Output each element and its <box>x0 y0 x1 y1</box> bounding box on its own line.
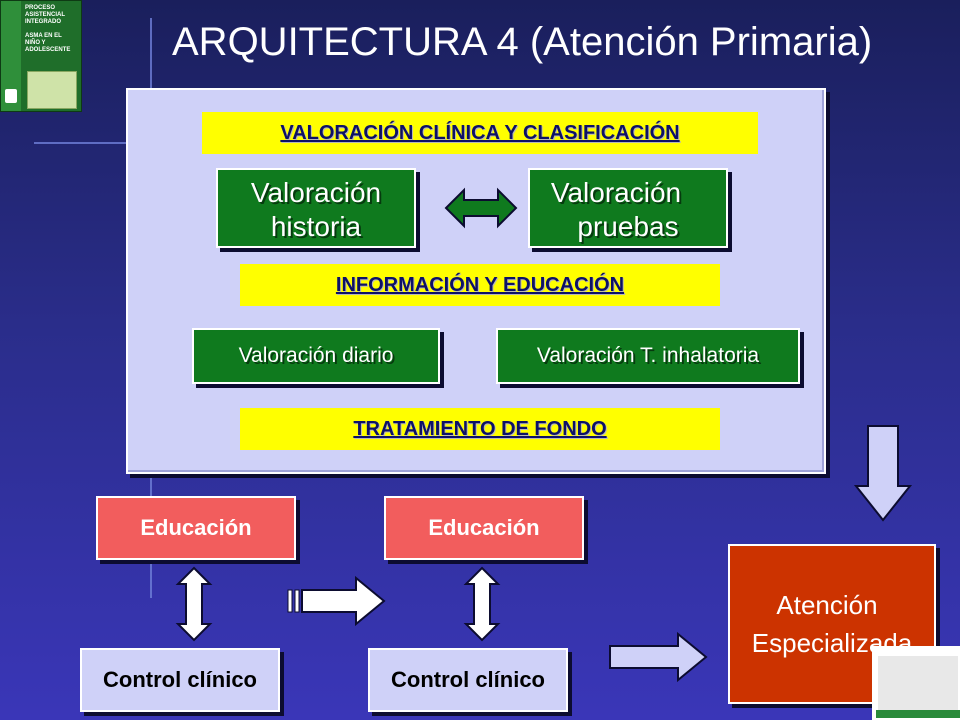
control-clinico-box-1: Control clínico <box>80 648 280 712</box>
book-cover-image <box>27 71 77 109</box>
down-arrow-to-especializada <box>853 425 913 522</box>
tratamiento-fondo-bar: TRATAMIENTO DE FONDO <box>240 408 720 450</box>
box-line: Valoración <box>550 177 682 208</box>
box-line: historia <box>270 211 362 242</box>
book-cover-thumbnail: PROCESO ASISTENCIAL INTEGRADO ASMA EN EL… <box>0 0 82 112</box>
valoracion-pruebas-box: Valoración pruebas <box>528 168 728 248</box>
book-line: INTEGRADO <box>25 19 61 25</box>
page-title: ARQUITECTURA 4 (Atención Primaria) <box>172 20 873 64</box>
double-arrow-green <box>444 187 518 229</box>
vertical-double-arrow-1 <box>175 566 213 642</box>
educacion-box-2: Educación <box>384 496 584 560</box>
educacion-box-1: Educación <box>96 496 296 560</box>
corner-logo-strip <box>876 710 960 718</box>
valoracion-inhalatoria-box: Valoración T. inhalatoria <box>496 328 800 384</box>
book-line: ASISTENCIAL <box>25 12 66 18</box>
book-logo <box>5 89 17 103</box>
book-line: PROCESO <box>25 5 56 11</box>
vertical-double-arrow-2 <box>463 566 501 642</box>
corner-image <box>878 656 958 710</box>
book-spine <box>1 1 21 111</box>
book-line <box>25 26 81 33</box>
book-cover-text: PROCESO ASISTENCIAL INTEGRADO ASMA EN EL… <box>25 5 81 54</box>
box-line: pruebas <box>577 211 679 242</box>
valoracion-diario-box: Valoración diario <box>192 328 440 384</box>
valoracion-historia-box: Valoración historia <box>216 168 416 248</box>
box-line: Valoración <box>250 177 382 208</box>
informacion-educacion-bar: INFORMACIÓN Y EDUCACIÓN <box>240 264 720 306</box>
book-line: NIÑO Y <box>25 40 46 46</box>
valoracion-clinica-bar: VALORACIÓN CLÍNICA Y CLASIFICACIÓN <box>202 112 758 154</box>
book-line: ASMA EN EL <box>25 33 62 39</box>
control-clinico-box-2: Control clínico <box>368 648 568 712</box>
box-line: Atención <box>776 590 878 620</box>
book-line: ADOLESCENTE <box>25 47 71 53</box>
corner-logo-image <box>872 646 960 720</box>
decorative-horizontal-line <box>34 142 134 144</box>
striped-right-arrow <box>287 575 386 627</box>
right-arrow-to-especializada <box>609 631 708 683</box>
